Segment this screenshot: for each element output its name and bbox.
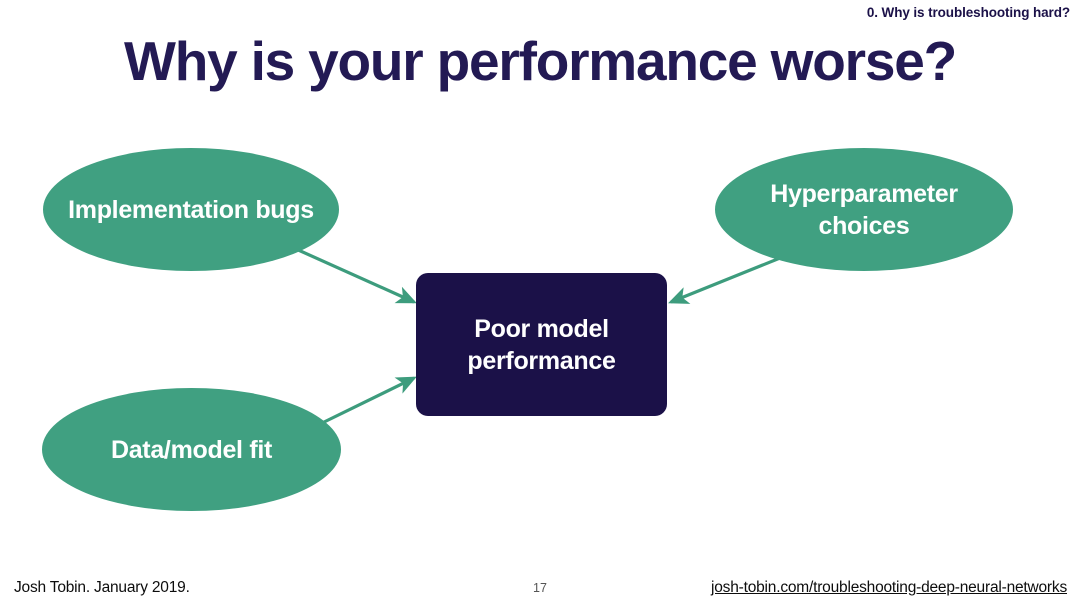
node-implementation-bugs: Implementation bugs [43, 148, 339, 271]
arrow-data-model-fit-to-poor-model-performance [317, 376, 417, 427]
node-data-model-fit: Data/model fit [42, 388, 341, 511]
footer-author: Josh Tobin. January 2019. [14, 579, 190, 596]
page-title: Why is your performance worse? [124, 30, 957, 92]
arrow-hyperparameter-choices-to-poor-model-performance [668, 252, 791, 304]
node-poor-model-performance: Poor model performance [416, 273, 667, 416]
node-implementation-bugs-label: Implementation bugs [68, 195, 314, 224]
footer-page-number: 17 [533, 581, 547, 595]
section-header: 0. Why is troubleshooting hard? [866, 5, 1070, 20]
node-poor-model-performance-label: Poor model performance [467, 314, 616, 375]
node-hyperparameter-choices: Hyperparameter choices [715, 148, 1013, 271]
arrow-implementation-bugs-to-poor-model-performance [295, 247, 417, 304]
node-data-model-fit-label: Data/model fit [110, 435, 273, 464]
node-hyperparameter-choices-label: Hyperparameter choices [770, 179, 958, 240]
footer-link[interactable]: josh-tobin.com/troubleshooting-deep-neur… [711, 579, 1067, 596]
